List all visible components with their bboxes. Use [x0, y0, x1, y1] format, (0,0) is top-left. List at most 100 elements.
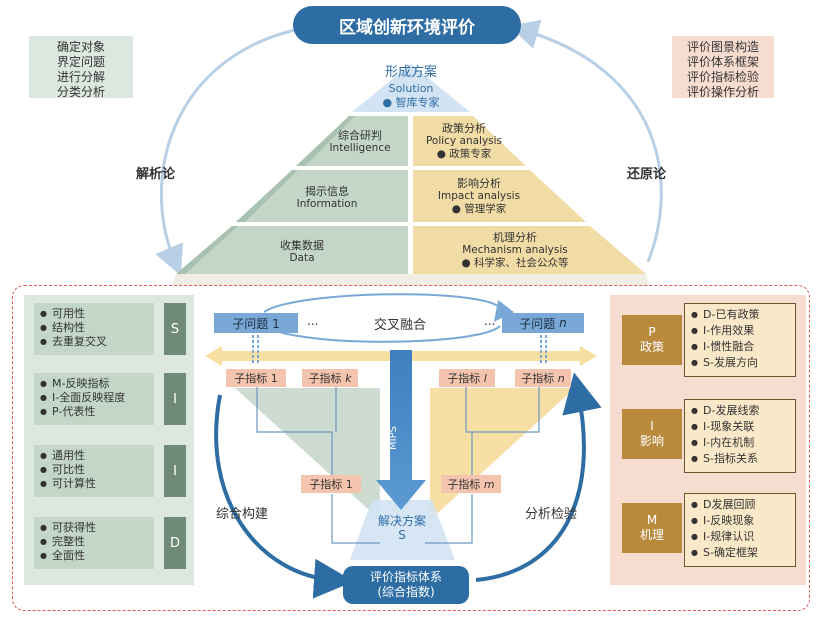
analysis-group: D-发展线索 I-现象关联 I-内在机制 S-指标关系: [684, 399, 796, 473]
criteria-item: 可用性: [40, 307, 154, 321]
apex-note: ● 智库专家: [382, 96, 440, 109]
criteria-item: 可比性: [40, 463, 154, 477]
criteria-item: 去重复交叉: [40, 335, 154, 349]
sub-indicator-n: 子指标 n: [515, 369, 571, 387]
solution-label: 解决方案 S: [374, 514, 430, 542]
analysis-item: S-确定框架: [691, 545, 795, 561]
right-note-line: 评价图景构造: [686, 40, 759, 54]
apex-en: Solution: [388, 82, 434, 95]
analysis-item: I-规律认识: [691, 529, 795, 545]
criteria-group: M-反映指标 I-全面反映程度 P-代表性: [34, 373, 154, 425]
tier-cn: 收集数据: [280, 239, 324, 252]
tier-en: Data: [289, 252, 315, 264]
analysis-tag: I 影响: [622, 409, 682, 459]
tier-note: ● 科学家、社会公众等: [461, 257, 569, 269]
analysis-item: I-惯性融合: [691, 339, 795, 355]
sub-indicator-k-var: k: [345, 371, 352, 385]
tier-cn: 综合研判: [338, 129, 382, 142]
analysis-item: I-现象关联: [691, 419, 795, 435]
merged-sub-indicator-m-label: 子指标: [447, 478, 481, 491]
right-analysis-panel: P 政策 D-已有政策 I-作用效果 I-惯性融合 S-发展方向 I 影响 D-…: [610, 295, 806, 585]
merged-sub-indicator-1: 子指标 1: [301, 475, 361, 493]
right-check-arrow: [475, 372, 602, 582]
analysis-item: S-指标关系: [691, 451, 795, 467]
analysis-group: D发展回顾 I-反映现象 I-规律认识 S-确定框架: [684, 493, 796, 567]
solution-cn: 解决方案: [377, 514, 426, 528]
analysis-tag-letter: I: [650, 419, 654, 433]
criteria-group: 可获得性 完整性 全面性: [34, 517, 154, 569]
tier-note: ● 管理学家: [451, 203, 507, 215]
criteria-item: 可获得性: [40, 521, 154, 535]
criteria-item: 通用性: [40, 449, 154, 463]
criteria-item: M-反映指标: [40, 377, 154, 391]
left-note-line: 分类分析: [56, 85, 105, 99]
merged-sub-indicator-m-var: m: [483, 477, 495, 491]
cross-fusion-label: 交叉融合: [374, 318, 427, 333]
pyramid-left-tier: 收集数据 Data: [262, 239, 342, 265]
analysis-tag: M 机理: [622, 503, 682, 553]
criteria-item: 完整性: [40, 535, 154, 549]
analysis-item: I-反映现象: [691, 513, 795, 529]
sub-indicator-1: 子指标 1: [226, 369, 286, 387]
criteria-group: 可用性 结构性 去重复交叉: [34, 303, 154, 355]
criteria-item: P-代表性: [40, 405, 154, 419]
tier-cn: 政策分析: [442, 122, 486, 135]
sub-indicator-k-label: 子指标: [308, 372, 342, 385]
tier-en: Policy analysis: [425, 135, 503, 147]
index-system-subtitle: (综合指数): [377, 585, 435, 599]
analysis-item: D-发展线索: [691, 403, 795, 419]
pyramid-right-tier: 政策分析 Policy analysis ● 政策专家: [414, 122, 514, 161]
method-frame: [12, 285, 810, 611]
sub-question-n-label: 子问题: [519, 316, 556, 331]
sub-indicator-n-var: n: [557, 371, 565, 385]
analysis-tag-letter: P: [648, 325, 656, 339]
side-label-left: 解析论: [136, 167, 176, 182]
left-note: 确定对象 界定问题 进行分解 分类分析: [29, 36, 133, 99]
criteria-item: I-全面反映程度: [40, 391, 154, 405]
left-note-line: 确定对象: [56, 40, 105, 54]
tier-cn: 揭示信息: [305, 185, 349, 198]
sub-indicator-l: 子指标 l: [439, 369, 495, 387]
pyramid-left-tier: 综合研判 Intelligence: [320, 129, 400, 155]
tier-en: Intelligence: [329, 142, 391, 154]
sub-question-n-var: n: [559, 316, 567, 330]
sub-indicator-k: 子指标 k: [302, 369, 358, 387]
right-note-line: 评价体系框架: [686, 55, 759, 69]
apex-label: 形成方案 Solution ● 智库专家: [361, 66, 461, 109]
check-label: 分析检验: [525, 507, 578, 522]
tier-en: Impact analysis: [437, 190, 521, 202]
tier-en: Mechanism analysis: [462, 244, 568, 256]
criteria-tag: I: [164, 445, 186, 497]
sub-indicator-n-label: 子指标: [521, 372, 555, 385]
merged-sub-indicator-m: 子指标 m: [441, 475, 501, 493]
right-note-line: 评价操作分析: [686, 85, 759, 99]
criteria-tag: D: [164, 517, 186, 569]
criteria-tag: S: [164, 303, 186, 355]
solution-cone: [350, 500, 455, 560]
left-note-line: 界定问题: [56, 55, 105, 69]
tier-en: Information: [296, 198, 358, 210]
evaluation-index-system: 评价指标体系 (综合指数): [343, 566, 469, 604]
criteria-item: 可计算性: [40, 477, 154, 491]
analysis-group: D-已有政策 I-作用效果 I-惯性融合 S-发展方向: [684, 303, 796, 377]
dots-left: ...: [307, 314, 319, 328]
mips-arrow: [376, 350, 426, 510]
analysis-item: S-发展方向: [691, 355, 795, 371]
pyramid-right-tier: 机理分析 Mechanism analysis ● 科学家、社会公众等: [440, 231, 590, 270]
left-build-arrow: [214, 394, 354, 599]
left-cycle-arc: [155, 28, 296, 276]
apex-title: 形成方案: [384, 65, 437, 80]
pyramid-right-tier: 影响分析 Impact analysis ● 管理学家: [424, 177, 534, 216]
tier-cn: 影响分析: [457, 177, 501, 190]
left-criteria-panel: 可用性 结构性 去重复交叉 S M-反映指标 I-全面反映程度 P-代表性 I …: [24, 295, 194, 585]
tier-cn: 机理分析: [493, 231, 537, 244]
criteria-item: 全面性: [40, 549, 154, 563]
mips-label: MIPS: [388, 426, 399, 450]
analysis-item: I-内在机制: [691, 435, 795, 451]
right-cycle-arc: [508, 19, 663, 263]
sub-question-n: 子问题 n: [502, 313, 584, 333]
analysis-tag: P 政策: [622, 315, 682, 365]
sub-indicator-l-label: 子指标: [447, 372, 481, 385]
index-system-title: 评价指标体系: [369, 570, 442, 584]
